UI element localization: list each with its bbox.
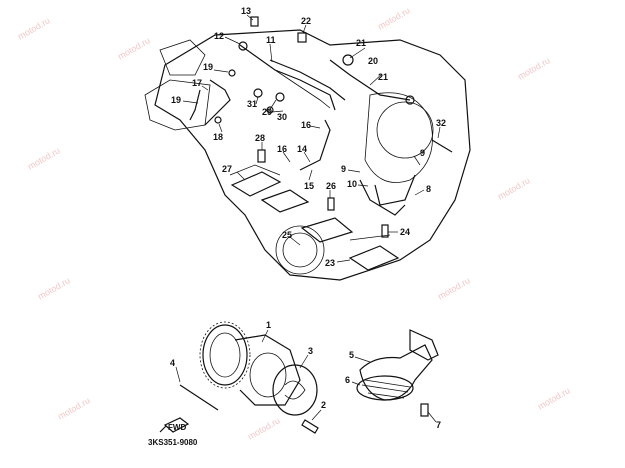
watermark: motod.ru — [16, 15, 52, 41]
callout-3: 3 — [308, 346, 313, 356]
callout-24: 24 — [400, 227, 410, 237]
union-21b — [405, 95, 415, 105]
watermark: motod.ru — [496, 175, 532, 201]
callout-8: 8 — [426, 184, 431, 194]
fittings — [214, 16, 453, 238]
oil-strainer-assembly — [356, 329, 439, 417]
callout-13: 13 — [241, 6, 251, 16]
callout-31: 31 — [247, 99, 257, 109]
fitting-18 — [214, 116, 222, 124]
bolt-26 — [327, 197, 335, 211]
callout-9: 9 — [341, 164, 346, 174]
callout-1: 1 — [266, 320, 271, 330]
bolt-7 — [420, 403, 429, 417]
watermark: motod.ru — [56, 395, 92, 421]
strainer-6 — [356, 375, 414, 401]
callout-14: 14 — [297, 144, 307, 154]
watermark: motod.ru — [246, 415, 282, 441]
fwd-arrow-icon — [159, 417, 190, 433]
callout-15: 15 — [304, 181, 314, 191]
callout-17: 17 — [192, 78, 202, 88]
watermark: motod.ru — [536, 385, 572, 411]
pump-body — [234, 334, 301, 406]
callout-26: 26 — [326, 181, 336, 191]
callout-4: 4 — [170, 358, 175, 368]
callout-19: 19 — [171, 95, 181, 105]
pin-2 — [301, 419, 319, 434]
fitting-19 — [228, 69, 236, 77]
callout-19: 19 — [203, 62, 213, 72]
bolt-22 — [297, 32, 307, 43]
pump-cover-3 — [272, 364, 318, 416]
oil-pump-assembly — [179, 321, 319, 434]
callout-7: 7 — [436, 420, 441, 430]
callout-16: 16 — [301, 120, 311, 130]
callout-labels: 13 22 12 11 21 20 21 19 17 19 31 29 30 1… — [170, 6, 446, 430]
callout-6: 6 — [345, 375, 350, 385]
washer-12 — [238, 41, 248, 51]
washer-30 — [266, 106, 274, 114]
watermark: motod.ru — [516, 55, 552, 81]
oil-pipe-assembly — [189, 44, 416, 216]
callout-12: 12 — [214, 31, 224, 41]
watermark-layer: motod.ru motod.ru motod.ru motod.ru moto… — [16, 5, 572, 441]
callout-21: 21 — [378, 72, 388, 82]
callout-27: 27 — [222, 164, 232, 174]
watermark: motod.ru — [36, 275, 72, 301]
leader-lines — [175, 14, 441, 423]
washer-29 — [275, 92, 285, 102]
callout-5: 5 — [349, 350, 354, 360]
callout-32: 32 — [436, 118, 446, 128]
pump-gear — [202, 324, 248, 386]
fwd-label: FWD — [168, 423, 186, 432]
callout-9: 9 — [420, 148, 425, 158]
callout-21: 21 — [356, 38, 366, 48]
strainer-neck — [409, 329, 439, 361]
callout-11: 11 — [266, 35, 276, 45]
pin-32 — [431, 139, 453, 153]
watermark: motod.ru — [376, 5, 412, 31]
watermark: motod.ru — [116, 35, 152, 61]
diagram-code: 3KS351-9080 — [148, 438, 198, 447]
callout-22: 22 — [301, 16, 311, 26]
strainer-housing — [359, 344, 433, 401]
callout-2: 2 — [321, 400, 326, 410]
callout-30: 30 — [277, 112, 287, 122]
callout-28: 28 — [255, 133, 265, 143]
bolt-24 — [381, 224, 389, 238]
watermark: motod.ru — [26, 145, 62, 171]
callout-23: 23 — [325, 258, 335, 268]
bolt-31 — [253, 88, 263, 98]
union-21 — [342, 54, 354, 66]
watermark: motod.ru — [436, 275, 472, 301]
callout-16: 16 — [277, 144, 287, 154]
callout-20: 20 — [368, 56, 378, 66]
callout-29: 29 — [262, 107, 272, 117]
bolt-28 — [257, 149, 266, 163]
bolt-4 — [179, 384, 219, 411]
bolt-13 — [250, 16, 259, 27]
callout-10: 10 — [347, 179, 357, 189]
callout-25: 25 — [282, 230, 292, 240]
callout-18: 18 — [213, 132, 223, 142]
baffle-plates — [230, 171, 400, 271]
